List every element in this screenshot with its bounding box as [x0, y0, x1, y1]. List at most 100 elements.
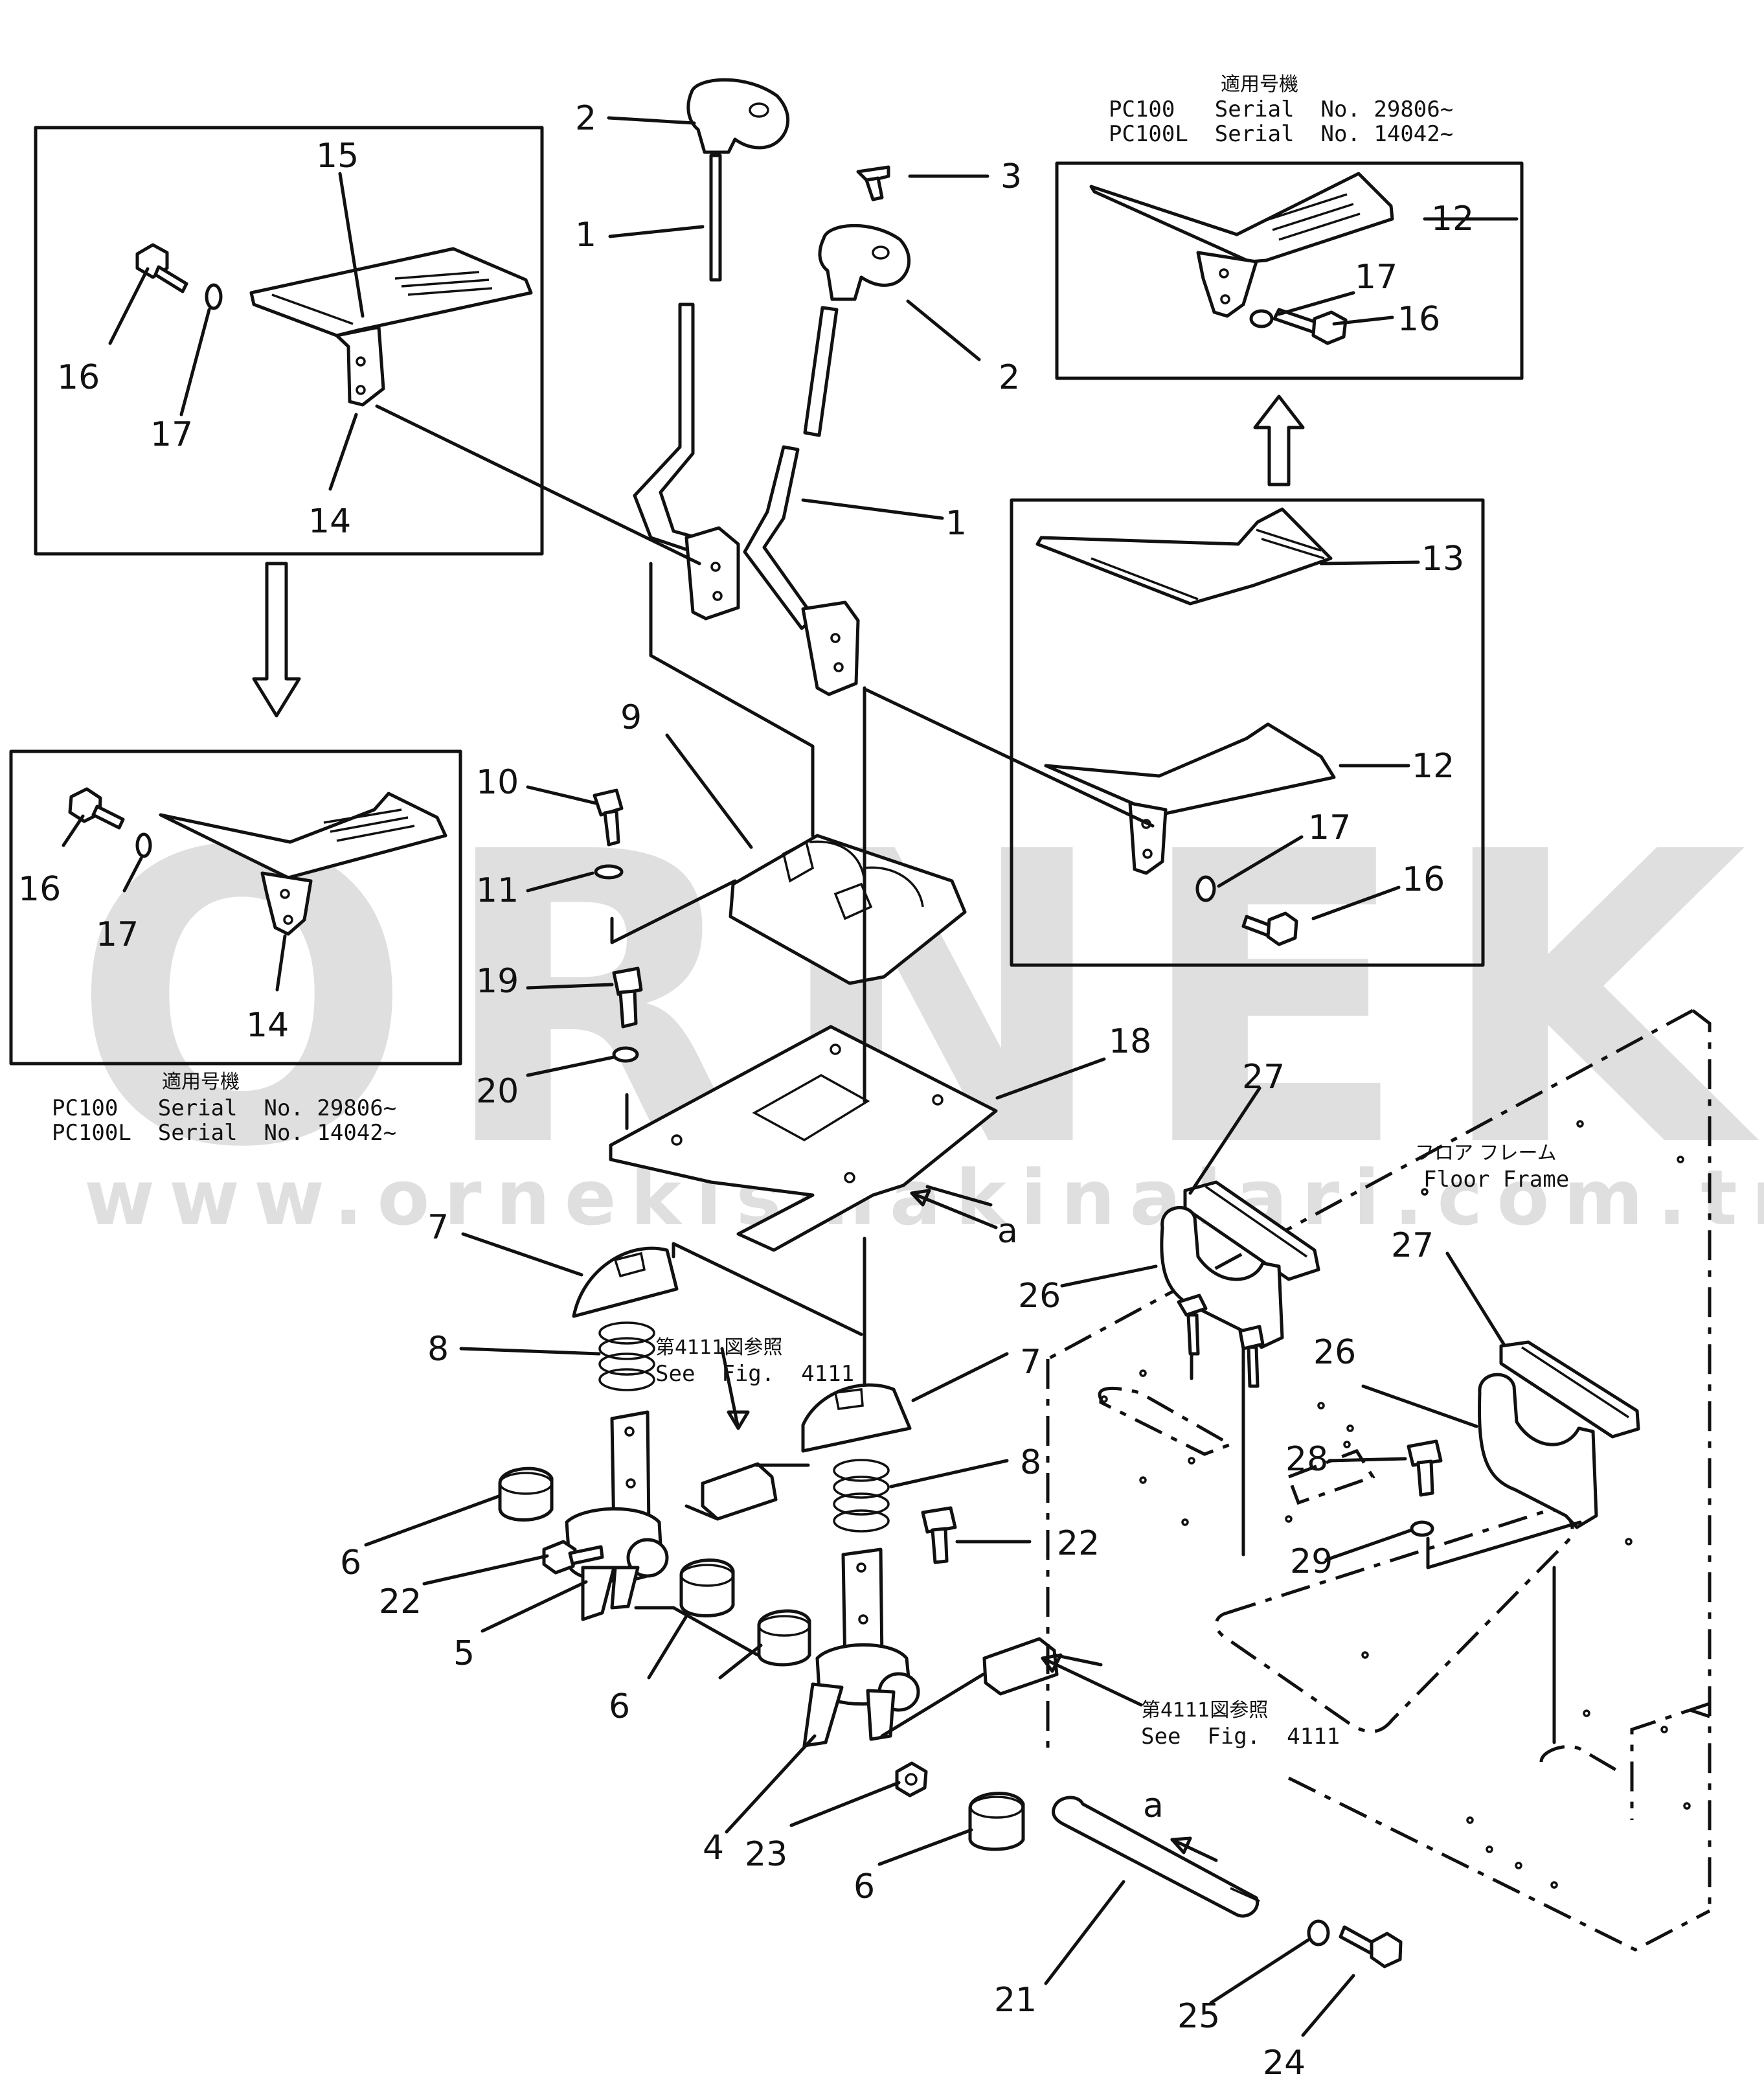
note-en: See Fig. 4111 — [655, 1361, 854, 1387]
bolt-16-d — [68, 787, 125, 830]
label-13: 13 — [1421, 540, 1464, 578]
label-22: 22 — [1057, 1524, 1100, 1563]
bolt-19 — [612, 966, 643, 1029]
washer-20 — [612, 1046, 639, 1063]
note-top-right: 適用号機 PC100 Serial No. 29806~ PC100L Seri… — [1109, 73, 1453, 147]
label-7: 7 — [427, 1208, 449, 1247]
pedal-27-right — [1499, 1340, 1640, 1439]
note-jp: フロア フレーム — [1415, 1142, 1557, 1165]
lever-5 — [565, 1410, 669, 1621]
cap-7-right — [801, 1383, 912, 1453]
plate-18 — [609, 1025, 998, 1252]
label-24: 24 — [1263, 2044, 1306, 2083]
spring-8-right — [833, 1459, 890, 1533]
label-26: 26 — [1018, 1277, 1061, 1316]
knob-2-left — [686, 78, 790, 154]
nut-23 — [895, 1761, 928, 1798]
label-16: 16 — [1402, 860, 1445, 899]
washer-17-c — [1195, 875, 1216, 902]
bolt-22-a — [542, 1540, 604, 1575]
label-15: 15 — [316, 137, 359, 176]
label-27: 27 — [1242, 1058, 1285, 1097]
bracket-26-right — [1478, 1373, 1598, 1529]
inset-box-top-left — [34, 126, 544, 556]
washer-11 — [594, 864, 624, 880]
washer-25 — [1307, 1919, 1330, 1946]
rod-end-lower — [982, 1637, 1059, 1696]
note-floor-frame: フロア フレーム Floor Frame — [1415, 1142, 1569, 1193]
note-see-fig-1: 第4111図参照 See Fig. 4111 — [655, 1336, 854, 1387]
label-17: 17 — [96, 915, 139, 954]
note-jp: 第4111図参照 — [655, 1336, 782, 1359]
bushing-6-c — [757, 1609, 811, 1667]
bolt-16-a — [135, 243, 188, 293]
note-line1: PC100 Serial No. 29806~ — [52, 1095, 396, 1121]
label-28: 28 — [1285, 1440, 1328, 1479]
lever-1-left — [633, 154, 740, 621]
note-line1: PC100 Serial No. 29806~ — [1109, 97, 1453, 122]
note-en: See Fig. 4111 — [1141, 1724, 1340, 1750]
label-a: a — [1143, 1786, 1164, 1825]
note-jp: 適用号機 — [1221, 73, 1298, 96]
label-18: 18 — [1109, 1022, 1151, 1061]
label-6: 6 — [609, 1687, 630, 1726]
label-9: 9 — [620, 698, 642, 737]
note-line2: PC100L Serial No. 14042~ — [1109, 121, 1453, 147]
label-1: 1 — [575, 216, 596, 255]
label-17: 17 — [1355, 258, 1397, 297]
bolt-28 — [1407, 1439, 1443, 1497]
washer-29 — [1410, 1520, 1434, 1537]
inset-box-bottom-left — [9, 749, 462, 1066]
label-6: 6 — [854, 1867, 875, 1906]
label-27: 27 — [1391, 1226, 1434, 1265]
label-7: 7 — [1020, 1343, 1041, 1382]
cover-9 — [729, 834, 967, 985]
label-8: 8 — [427, 1330, 449, 1369]
label-29: 29 — [1290, 1542, 1333, 1581]
label-1: 1 — [945, 504, 967, 543]
note-jp: 第4111図参照 — [1141, 1699, 1268, 1722]
leader-lines — [62, 116, 1519, 2037]
rod-end-upper — [701, 1462, 778, 1521]
pin-21 — [1052, 1796, 1260, 1918]
label-14: 14 — [308, 502, 351, 541]
label-23: 23 — [745, 1835, 787, 1874]
label-16: 16 — [1397, 300, 1440, 339]
label-11: 11 — [476, 871, 519, 910]
label-21: 21 — [994, 1981, 1037, 2020]
note-en: Floor Frame — [1423, 1167, 1569, 1193]
part-number-labels: 2 1 3 2 1 12 17 16 13 12 17 16 15 16 17 … — [18, 99, 1474, 2083]
arrow-down-icon — [252, 562, 301, 718]
label-22: 22 — [379, 1582, 422, 1621]
foot-rest-14-b — [159, 792, 447, 936]
label-12: 12 — [1431, 200, 1474, 238]
bushing-6-d — [968, 1792, 1025, 1851]
foot-rest-12-a — [1089, 172, 1394, 318]
knob-2-right — [818, 223, 911, 301]
bolt-10 — [593, 788, 624, 847]
bushing-6-a — [498, 1467, 554, 1522]
label-2: 2 — [999, 358, 1020, 397]
label-5: 5 — [453, 1634, 475, 1673]
note-see-fig-2: 第4111図参照 See Fig. 4111 — [1141, 1699, 1340, 1750]
label-12: 12 — [1412, 747, 1454, 786]
label-4: 4 — [703, 1829, 724, 1867]
label-a: a — [997, 1212, 1018, 1251]
label-8: 8 — [1020, 1443, 1041, 1482]
bushing-6-b — [679, 1558, 735, 1617]
label-25: 25 — [1177, 1997, 1220, 2036]
inset-box-top-right — [1055, 161, 1524, 380]
screw-3 — [856, 165, 890, 201]
inset-box-right — [1010, 498, 1485, 967]
note-bottom-left: 適用号機 PC100 Serial No. 29806~ PC100L Seri… — [52, 1071, 396, 1146]
note-jp: 適用号機 — [162, 1071, 240, 1093]
cap-7-left — [572, 1246, 679, 1318]
label-19: 19 — [476, 962, 519, 1001]
label-16: 16 — [57, 358, 100, 397]
note-line2: PC100L Serial No. 14042~ — [52, 1120, 396, 1146]
floor-frame — [1046, 1009, 1712, 1952]
bracket-26-left — [1160, 1206, 1284, 1388]
bolt-22-b — [921, 1506, 957, 1564]
washer-17-a — [205, 283, 223, 310]
